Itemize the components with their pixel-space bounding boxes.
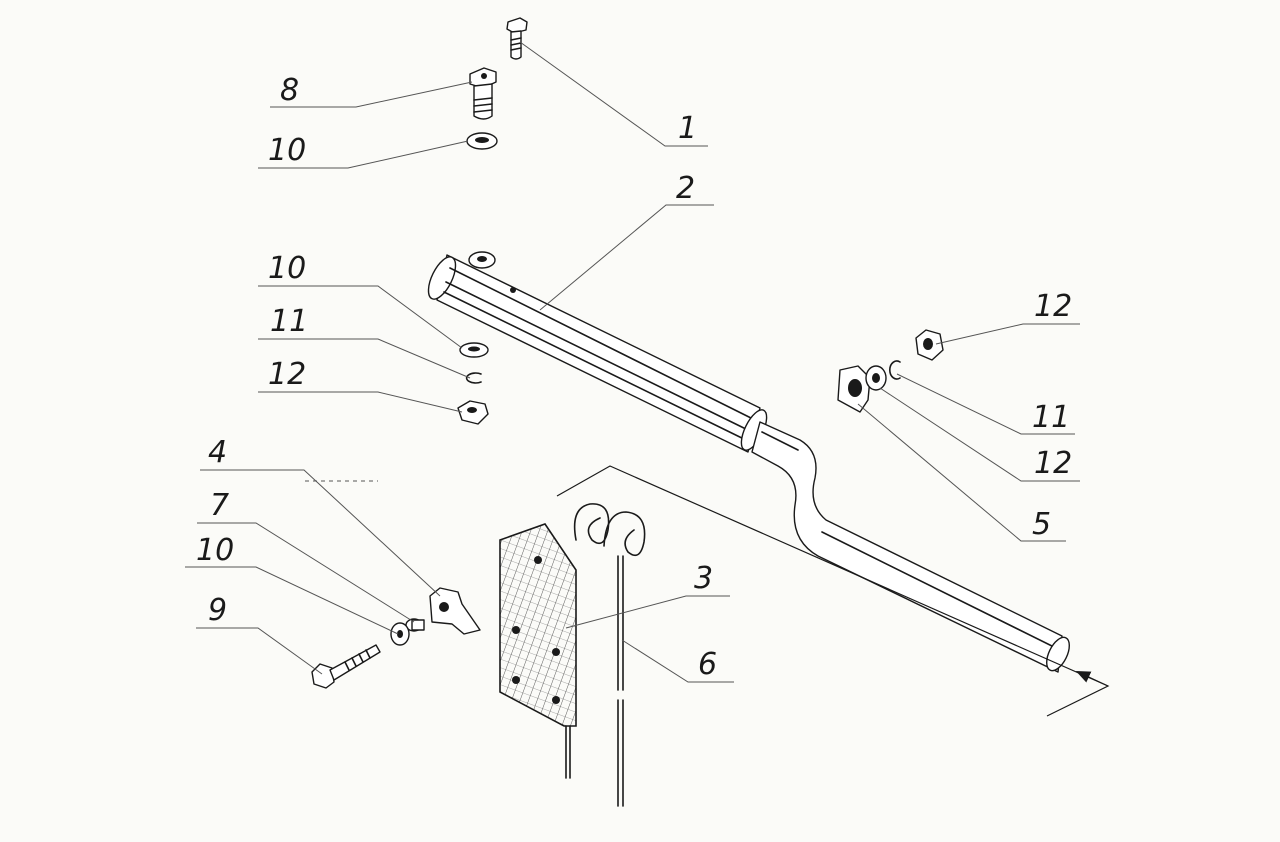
part-spring-washer-left	[465, 372, 482, 384]
part-nut-right-inner	[865, 365, 887, 391]
callout-11-left: 11	[270, 304, 308, 339]
callout-1: 1	[678, 111, 697, 146]
part-long-bolt	[311, 644, 381, 689]
part-nut-left	[457, 400, 489, 425]
callout-7: 7	[210, 488, 229, 523]
callout-9: 9	[208, 593, 227, 628]
callout-12-top-right: 12	[1034, 289, 1072, 324]
assembly-path	[556, 465, 1110, 717]
leader-lines	[185, 41, 1080, 683]
part-main-tube	[427, 251, 1071, 673]
callout-5: 5	[1032, 507, 1051, 542]
callout-12-right: 12	[1034, 446, 1072, 481]
callout-2: 2	[676, 171, 695, 206]
part-spring-tine	[573, 503, 646, 807]
callout-10-top: 10	[268, 133, 306, 168]
part-small-bolt	[506, 17, 528, 60]
callout-3: 3	[694, 561, 713, 596]
callout-6: 6	[698, 647, 717, 682]
callout-10-lower: 10	[196, 533, 234, 568]
part-washer-top	[466, 132, 498, 150]
callout-labels: 1 2 3 4 5 6 7 8 9 10 10 10 11 11 12 12 1…	[196, 73, 1072, 682]
part-plate	[499, 523, 577, 779]
callout-12-left: 12	[268, 357, 306, 392]
callout-11-right: 11	[1032, 400, 1070, 435]
part-bracket	[429, 587, 481, 635]
part-washer-left	[459, 342, 489, 358]
part-spring-washer-right	[889, 360, 901, 380]
callout-8: 8	[280, 73, 299, 108]
part-nut-right	[915, 329, 944, 361]
callout-10-left: 10	[268, 251, 306, 286]
callout-4: 4	[208, 435, 227, 470]
part-bolt	[469, 67, 497, 120]
part-washer-lower	[390, 622, 410, 646]
part-clamp	[837, 365, 871, 413]
